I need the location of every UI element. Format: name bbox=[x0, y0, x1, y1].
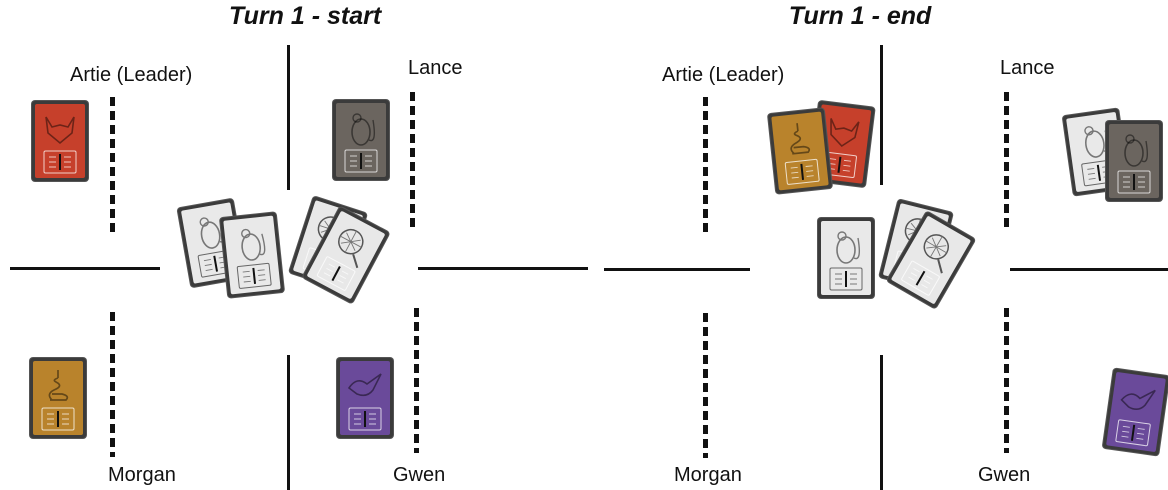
player-label-gwen: Gwen bbox=[393, 464, 446, 486]
table-divider-top bbox=[880, 45, 883, 185]
player-label-lance: Lance bbox=[408, 57, 463, 79]
player-zone-divider bbox=[703, 97, 708, 237]
player-label-morgan: Morgan bbox=[108, 464, 176, 486]
panel-title: Turn 1 - end bbox=[788, 2, 932, 30]
player-label-gwen: Gwen bbox=[978, 464, 1031, 486]
snake-card[interactable] bbox=[30, 358, 86, 438]
fox-card[interactable] bbox=[32, 101, 88, 181]
player-label-artie: Artie (Leader) bbox=[70, 64, 193, 86]
player-zone-divider bbox=[703, 313, 708, 458]
player-zone-divider bbox=[110, 312, 115, 457]
table-divider-left bbox=[10, 267, 160, 270]
table-divider-right bbox=[418, 267, 588, 270]
net-card-played[interactable] bbox=[302, 206, 390, 304]
table-divider-bottom bbox=[287, 355, 290, 490]
player-zone-divider bbox=[110, 97, 115, 237]
player-label-artie: Artie (Leader) bbox=[662, 64, 785, 86]
mouse-card-played[interactable] bbox=[818, 218, 874, 298]
player-zone-divider bbox=[1004, 92, 1009, 232]
player-zone-divider bbox=[414, 308, 419, 453]
bird-card[interactable] bbox=[337, 358, 393, 438]
table-divider-left bbox=[604, 268, 750, 271]
table-divider-bottom bbox=[880, 355, 883, 490]
player-zone-divider bbox=[1004, 308, 1009, 453]
table-divider-top bbox=[287, 45, 290, 190]
net-card-played[interactable] bbox=[886, 211, 976, 309]
bird-card[interactable] bbox=[1102, 368, 1168, 456]
snake-card[interactable] bbox=[767, 108, 833, 194]
mouse-card[interactable] bbox=[333, 100, 389, 180]
player-label-morgan: Morgan bbox=[674, 464, 742, 486]
panel-title: Turn 1 - start bbox=[228, 2, 382, 30]
mouse-card-played[interactable] bbox=[219, 212, 285, 298]
player-label-lance: Lance bbox=[1000, 57, 1055, 79]
table-divider-right bbox=[1010, 268, 1168, 271]
player-zone-divider bbox=[410, 92, 415, 232]
mouse-card[interactable] bbox=[1106, 121, 1162, 201]
